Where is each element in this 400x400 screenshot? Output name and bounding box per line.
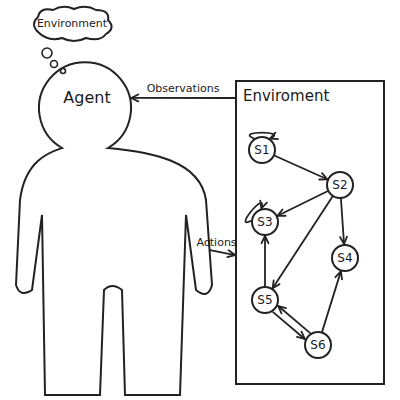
thought-bubble-dot [61,69,66,74]
connector-line [210,250,235,255]
edge-label: Actions [196,236,236,249]
state-circle: S6 [304,331,332,359]
agent-outline [8,62,218,398]
state-circle: S4 [331,244,359,272]
cloud-outline-path [34,7,112,41]
connector [131,94,235,101]
edge-label: Observations [147,82,220,95]
state-circle: S5 [251,286,279,314]
state-circle: S1 [248,136,276,164]
node-text: Agent [42,88,132,107]
agent-silhouette-path [16,62,212,395]
state-circle-outline [252,209,278,235]
state-circle-outline [332,245,358,271]
node-text: S2 [332,178,347,192]
node-text: Environment [37,17,107,30]
state-circle-outline [327,172,353,198]
node-text: S5 [257,293,272,307]
agent-figure: Agent [8,62,218,398]
state-circle: S2 [326,171,354,199]
environment-box: EnviromentS1S2S3S4S5S6 [235,80,385,385]
connector-line [131,97,235,99]
node-text: S6 [310,338,325,352]
node-text: S1 [254,143,269,157]
thought-bubble: Environment [28,4,116,42]
node-text: S3 [257,215,272,229]
thought-bubble-dot [51,61,58,68]
state-circle: S3 [251,208,279,236]
node-text: S4 [337,251,352,265]
connector [210,250,235,257]
arrow-head [227,250,235,257]
arrow-head [131,94,138,101]
node-text: Enviroment [243,87,379,105]
state-circle-outline [305,332,331,358]
state-circle-outline [252,287,278,313]
thought-bubble-dot [42,48,52,58]
state-circle-outline [249,137,275,163]
